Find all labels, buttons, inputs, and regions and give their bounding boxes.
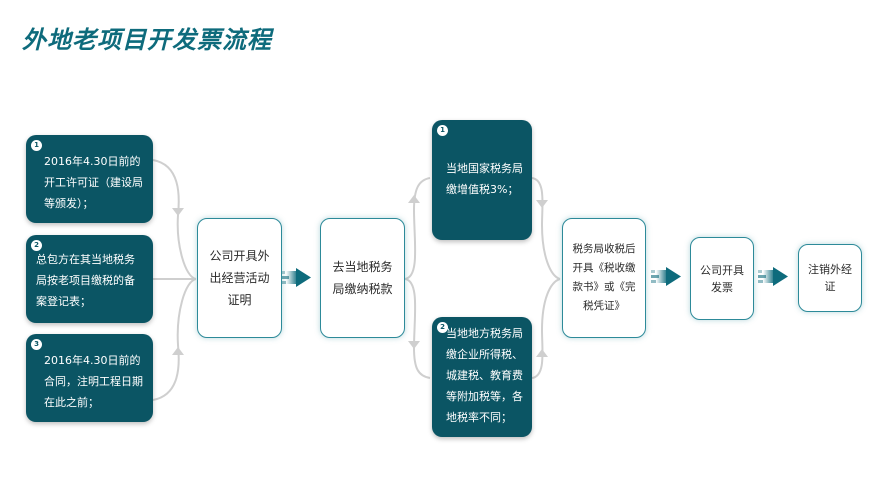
flow-arrow-3: [758, 267, 788, 286]
tax-badge-2: 2: [437, 322, 448, 333]
tax-box-local: 2 当地地方税务局缴企业所得税、城建税、教育费等附加税等，各地税率不同；: [432, 317, 532, 437]
connector-left-top: [152, 159, 197, 280]
step-certificate-text: 公司开具外出经营活动证明: [209, 249, 270, 307]
connector-merge-top-arrowhead: [536, 200, 548, 208]
flow-arrow-2: [651, 267, 681, 286]
requirement-text-1: 2016年4.30日前的开工许可证（建设局等颁发）；: [44, 155, 143, 210]
flow-arrow-1: [281, 268, 311, 287]
connector-tax-top: [404, 177, 431, 280]
connector-tax-top-arrowhead: [408, 195, 420, 203]
step-cancel-text: 注销外经证: [808, 263, 852, 293]
step-receipt-box: 税务局收税后开具《税收缴款书》或《完税凭证》: [562, 218, 646, 338]
connector-merge-top: [531, 177, 561, 280]
requirement-box-3: 3 2016年4.30日前的合同，注明工程日期在此之前；: [26, 334, 153, 422]
badge-2: 2: [31, 240, 42, 251]
tax-badge-1: 1: [437, 125, 448, 136]
connector-tax-bot: [404, 278, 431, 379]
step-pay-tax-box: 去当地税务局缴纳税款: [320, 218, 405, 338]
requirement-text-3: 2016年4.30日前的合同，注明工程日期在此之前；: [44, 354, 143, 409]
connector-left-top-arrowhead: [172, 208, 184, 216]
connector-merge-bot: [531, 278, 561, 379]
step-invoice-box: 公司开具发票: [690, 237, 754, 320]
step-pay-tax-text: 去当地税务局缴纳税款: [332, 260, 393, 296]
requirement-text-2: 总包方在其当地税务局按老项目缴税的备案登记表；: [36, 253, 135, 308]
step-certificate-box: 公司开具外出经营活动证明: [197, 218, 282, 338]
badge-1: 1: [31, 140, 42, 151]
step-receipt-text: 税务局收税后开具《税收缴款书》或《完税凭证》: [572, 243, 636, 312]
requirement-box-2: 2 总包方在其当地税务局按老项目缴税的备案登记表；: [26, 235, 153, 323]
tax-text-national: 当地国家税务局缴增值税3%；: [446, 162, 523, 196]
connector-left-bot: [152, 278, 197, 401]
page-title: 外地老项目开发票流程: [22, 26, 272, 54]
badge-3: 3: [31, 339, 42, 350]
tax-text-local: 当地地方税务局缴企业所得税、城建税、教育费等附加税等，各地税率不同；: [446, 327, 523, 424]
connector-merge-bot-arrowhead: [536, 349, 548, 357]
step-cancel-box: 注销外经证: [798, 244, 862, 312]
tax-box-national: 1 当地国家税务局缴增值税3%；: [432, 120, 532, 240]
connector-tax-bot-arrowhead: [408, 341, 420, 349]
connector-left-bot-arrowhead: [172, 347, 184, 355]
requirement-box-1: 1 2016年4.30日前的开工许可证（建设局等颁发）；: [26, 135, 153, 223]
step-invoice-text: 公司开具发票: [700, 263, 744, 294]
